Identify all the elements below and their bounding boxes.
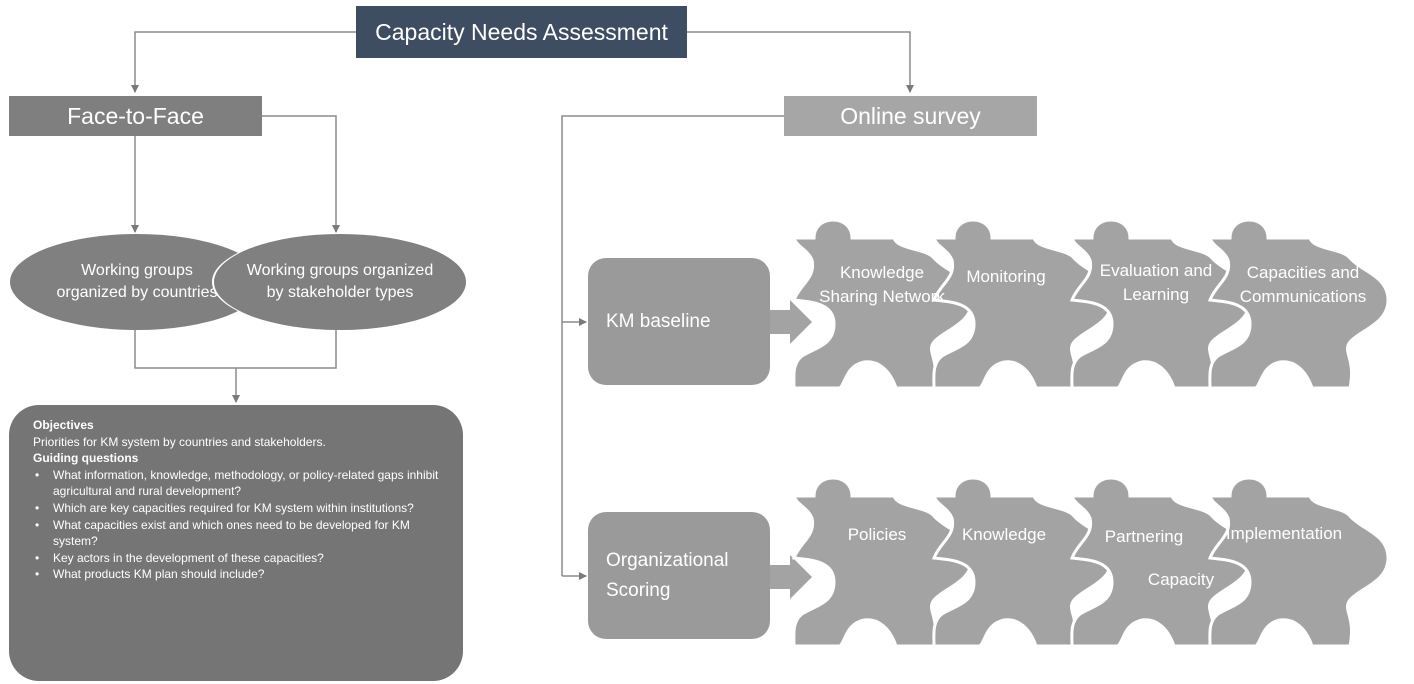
online-survey-label: Online survey (840, 102, 981, 129)
puzzle-label-knowledge: Knowledge (961, 525, 1047, 544)
objectives-text: Priorities for KM system by countries an… (33, 434, 326, 449)
puzzle-label-capacities-and-communications: Capacities and Communications (1239, 263, 1367, 306)
ellipse-stakeholders-text: Working groups organized by stakeholder … (246, 262, 434, 301)
connector-ftf-to-stakeholders (262, 115, 340, 233)
connector-title-to-online (687, 31, 914, 93)
question-item: What products KM plan should include? (35, 566, 449, 583)
organizational-scoring-box: Organizational Scoring (588, 512, 770, 639)
km-baseline-label: KM baseline (606, 310, 711, 332)
question-item: Which are key capacities required for KM… (35, 500, 449, 517)
puzzle-label-capacity: Capacity (1147, 570, 1215, 589)
puzzle-piece-8 (1208, 476, 1390, 648)
question-item: What capacities exist and which ones nee… (35, 517, 449, 550)
question-item: What information, knowledge, methodology… (35, 467, 449, 500)
questions-list: What information, knowledge, methodology… (33, 467, 449, 583)
online-survey-box: Online survey (784, 96, 1037, 136)
title-box: Capacity Needs Assessment (356, 6, 687, 58)
face-to-face-label: Face-to-Face (67, 102, 204, 129)
ellipse-countries-text: Working groups organized by countries (56, 262, 218, 301)
block-arrow-km (770, 300, 812, 344)
puzzle-label-policies: Policies (847, 525, 907, 544)
connector-title-to-ftf (131, 31, 356, 93)
title-text: Capacity Needs Assessment (375, 18, 668, 45)
questions-heading: Guiding questions (33, 451, 139, 466)
objectives-box: Objectives Priorities for KM system by c… (9, 405, 463, 681)
connector-countries-down (134, 330, 337, 369)
block-arrow-org (770, 555, 812, 599)
face-to-face-box: Face-to-Face (9, 96, 262, 136)
objectives-heading: Objectives (33, 418, 94, 432)
puzzle-label-implementation: Implementation (1225, 524, 1343, 543)
puzzle-label-monitoring: Monitoring (966, 267, 1046, 286)
puzzle-label-evaluation-and-learning: Evaluation and Learning (1099, 261, 1213, 304)
question-item: Key actors in the development of these c… (35, 550, 449, 567)
ellipse-stakeholders: Working groups organized by stakeholder … (214, 234, 466, 330)
connector-online-branch (561, 115, 784, 576)
puzzle-label-partnering: Partnering (1104, 527, 1184, 546)
organizational-scoring-label: Organizational Scoring (606, 549, 729, 601)
km-baseline-box: KM baseline (588, 258, 770, 385)
puzzle-label-knowledge-sharing-network: Knowledge Sharing Network (819, 263, 945, 306)
puzzle-row-org (792, 476, 1390, 648)
